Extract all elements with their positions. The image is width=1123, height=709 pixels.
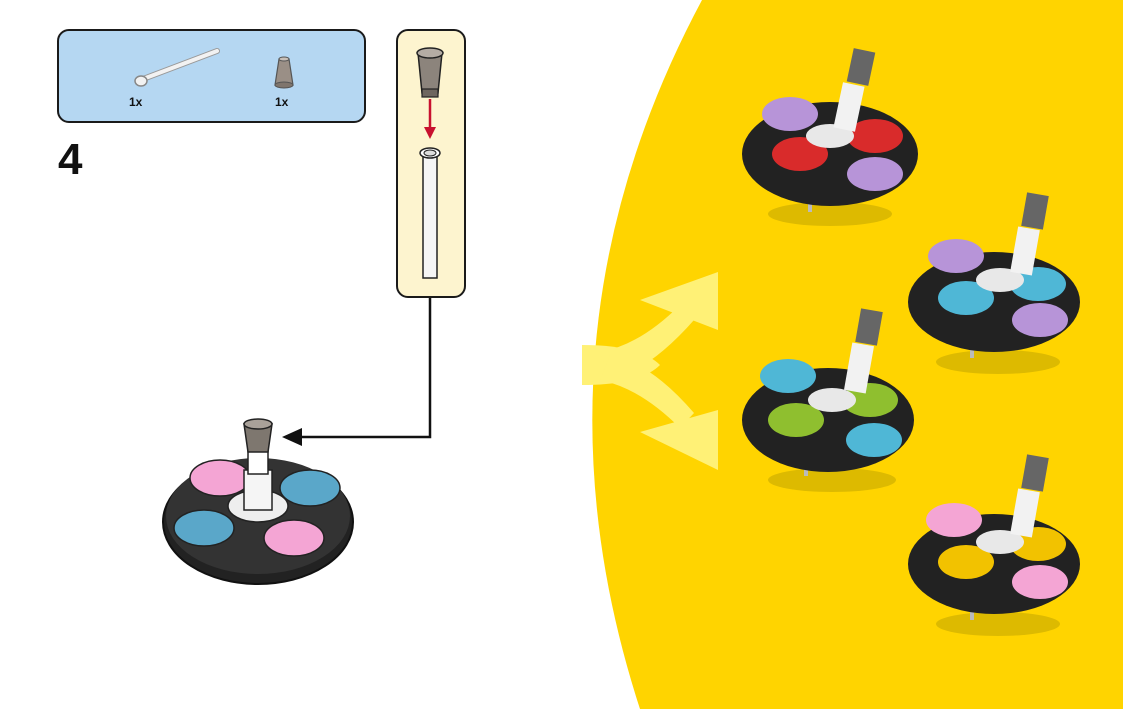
spinner-variant-red-purple: [742, 48, 918, 226]
bar-piece-icon: [419, 147, 441, 279]
part-quantity: 1x: [275, 95, 289, 109]
step-number: 4: [58, 135, 83, 184]
variants-arrow-icon: [582, 272, 718, 470]
parts-list-box: 1x 1x: [57, 29, 366, 123]
down-arrow-icon: [424, 99, 436, 139]
cone-piece-icon: [416, 47, 444, 98]
spinner-variant-blue-purple: [908, 192, 1080, 374]
spinner-model-illustration: [162, 418, 354, 585]
bar-piece-icon: [134, 48, 220, 87]
cone-piece-icon: [274, 56, 294, 89]
spinner-variant-pink-yellow: [908, 454, 1080, 636]
part-quantity: 1x: [129, 95, 143, 109]
subassembly-callout: [396, 29, 466, 298]
spinner-variant-blue-green: [742, 308, 914, 492]
